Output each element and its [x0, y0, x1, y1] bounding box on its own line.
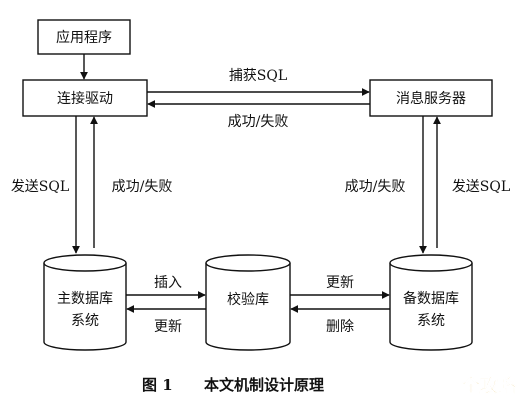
- master-db-label-line2: 系统: [71, 313, 99, 329]
- figure-number: 图 1: [142, 376, 173, 394]
- master-db-cylinder: 主数据库 系统: [43, 254, 127, 351]
- check-db-label: 校验库: [227, 291, 269, 308]
- label-success-fail-right: 成功/失败: [345, 179, 406, 195]
- label-delete: 删除: [326, 319, 354, 335]
- label-insert: 插入: [154, 275, 182, 291]
- msg-server-box: 消息服务器: [369, 79, 493, 117]
- backup-db-label-line1: 备数据库: [403, 290, 459, 307]
- backup-db-cylinder: 备数据库 系统: [389, 254, 473, 351]
- figure-caption: 本文机制设计原理: [204, 376, 324, 394]
- msg-server-label: 消息服务器: [396, 90, 466, 107]
- master-db-label-line1: 主数据库: [57, 291, 113, 307]
- label-success-fail-top: 成功/失败: [228, 114, 289, 130]
- check-db-cylinder: 校验库: [205, 254, 291, 351]
- backup-db-label-line2: 系统: [417, 313, 445, 329]
- label-update-right: 更新: [326, 275, 354, 291]
- label-send-sql-right: 发送SQL: [452, 179, 510, 195]
- driver-box: 连接驱动: [22, 79, 148, 117]
- label-send-sql-left: 发送SQL: [11, 179, 69, 195]
- app-label: 应用程序: [56, 29, 112, 46]
- label-update-left: 更新: [154, 319, 182, 335]
- label-success-fail-left: 成功/失败: [112, 179, 173, 195]
- driver-label: 连接驱动: [57, 90, 113, 107]
- app-box: 应用程序: [37, 19, 131, 55]
- label-capture-sql: 捕获SQL: [229, 68, 287, 84]
- watermark-text: 全攻略: [461, 375, 517, 397]
